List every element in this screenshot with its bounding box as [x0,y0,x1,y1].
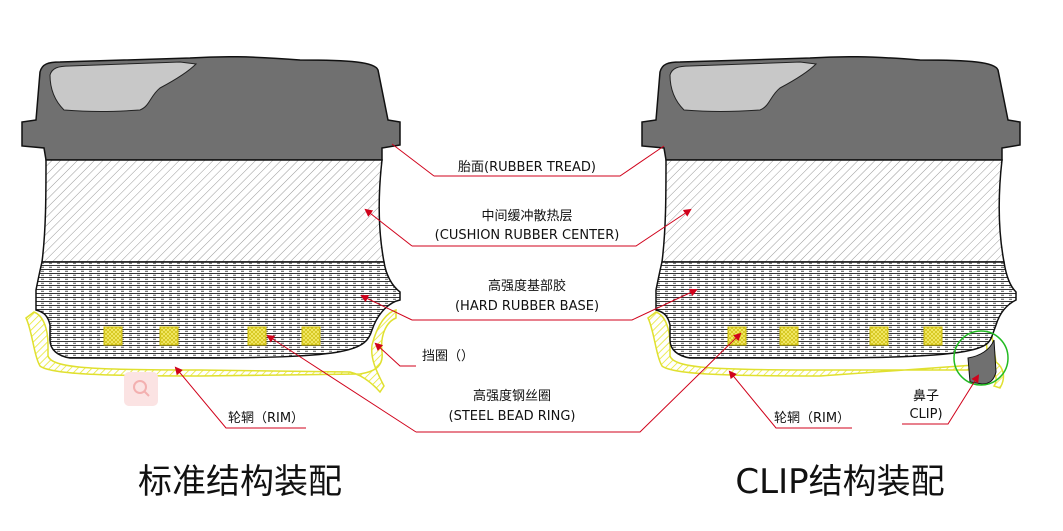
right-bead-1 [727,326,747,346]
leader-rim-right [728,370,852,429]
leader-retainer [374,342,416,367]
right-rim [647,311,1005,389]
left-bead-3 [247,326,267,346]
leader-lines [174,143,980,433]
label-cushion-cn: 中间缓冲散热层 [481,209,572,224]
leader-rim-left [174,366,306,429]
right-bead-4 [923,326,943,346]
label-clip-en: CLIP) [909,407,942,422]
labels: 胎面(RUBBER TREAD) 中间缓冲散热层 (CUSHION RUBBER… [228,160,943,426]
label-rim-right: 轮辋（RIM） [774,411,850,426]
leader-bead-right [416,332,742,433]
label-tread: 胎面(RUBBER TREAD) [458,160,596,175]
right-cushion [661,159,1005,263]
leader-cushion-right [412,208,692,247]
label-cushion-en: (CUSHION RUBBER CENTER) [435,228,620,243]
label-clip-cn: 鼻子 [913,388,939,404]
label-retainer: 挡圈（） [422,349,474,364]
leader-base-right [412,288,698,321]
leader-bead-left [266,334,417,433]
title-clip-assembly: CLIP结构装配 [735,462,944,502]
clip-highlight-circle [953,330,1009,386]
leader-base-left [360,294,413,321]
right-bead-3 [869,326,889,346]
left-bead-2 [159,326,179,346]
right-tread-groove [669,61,818,112]
leader-tread-right [434,145,665,177]
title-standard-assembly: 标准结构装配 [138,462,342,502]
left-bead-4 [301,326,321,346]
left-bead-1 [103,326,123,346]
label-base-cn: 高强度基部胶 [488,278,566,294]
left-rim [25,309,397,394]
label-rim-left: 轮辋（RIM） [228,411,304,426]
label-base-en: (HARD RUBBER BASE) [455,299,599,314]
right-clip-nose [967,339,997,385]
leader-cushion-left [364,208,413,247]
label-bead-cn: 高强度钢丝圈 [473,388,551,404]
left-tire [21,55,401,394]
left-cushion [41,159,385,263]
left-tread-groove [49,61,198,112]
right-bead-2 [779,326,799,346]
right-tire [641,55,1021,389]
leader-clip [902,374,980,425]
left-base [35,261,401,359]
leader-tread-left [391,143,435,177]
label-bead-en: (STEEL BEAD RING) [449,409,576,424]
search-icon [124,372,158,406]
right-base [655,261,1017,359]
